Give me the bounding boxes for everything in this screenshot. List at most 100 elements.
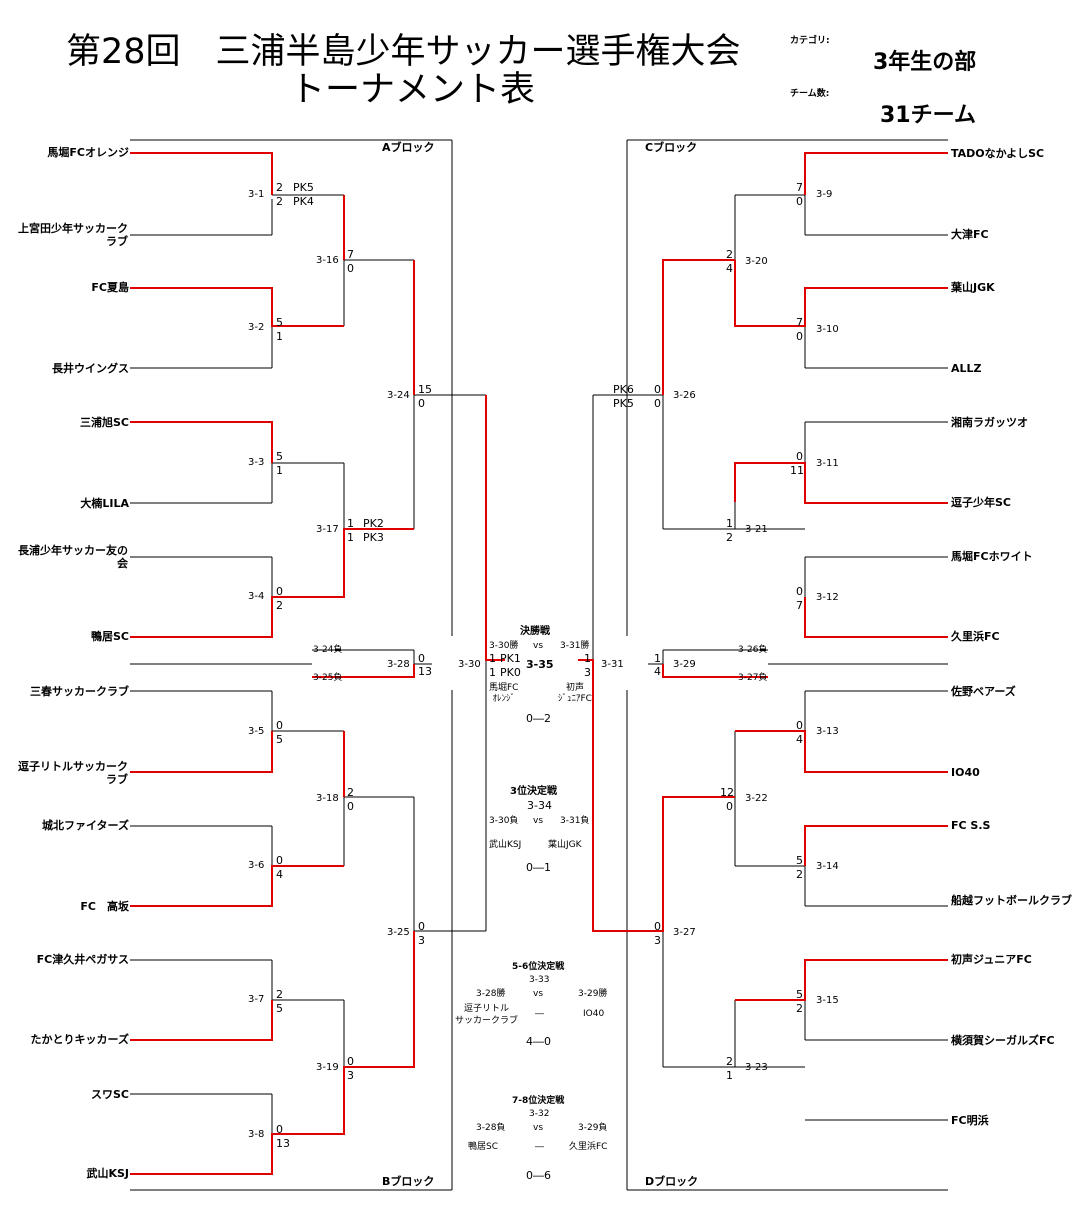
- score: 0: [796, 585, 803, 598]
- teams-count-label: チーム数:: [790, 89, 830, 99]
- team-left: スワSC: [91, 1088, 129, 1101]
- team-left: 逗子リトルサッカークラブ: [18, 760, 128, 786]
- score: 0: [418, 652, 425, 665]
- final-title: 決勝戦: [520, 626, 550, 637]
- match-id: 3-24: [387, 390, 410, 401]
- score: 15: [418, 383, 432, 396]
- team-left: 鴨居SC: [91, 630, 129, 643]
- seventh-team-right: 久里浜FC: [569, 1142, 608, 1152]
- score: 13: [418, 665, 432, 678]
- score: 7: [796, 316, 803, 329]
- seventh-team-left: 鴨居SC: [468, 1142, 498, 1152]
- match-id: 3-19: [316, 1062, 339, 1073]
- team-left: 三浦旭SC: [80, 416, 129, 429]
- score: 1: [276, 464, 283, 477]
- match-id: 3-10: [816, 324, 839, 335]
- third-team-left: 武山KSJ: [489, 840, 522, 850]
- score: 4: [276, 868, 283, 881]
- pk-score: PK5: [613, 397, 634, 410]
- score: 12: [720, 786, 734, 799]
- team-right: FC S.S: [951, 819, 991, 832]
- match-id: 3-27: [673, 927, 696, 938]
- pk-score: PK1: [500, 652, 521, 665]
- score: 2: [726, 248, 733, 261]
- score: 3: [347, 1069, 354, 1082]
- team-left: 武山KSJ: [86, 1167, 129, 1180]
- third-match-id: 3-34: [527, 799, 552, 812]
- pk-score: PK6: [613, 383, 634, 396]
- match-id: 3-17: [316, 524, 339, 535]
- match-id: 3-28: [387, 659, 410, 670]
- final-source-left: 3-30勝: [489, 641, 519, 651]
- team-right: 横須賀シーガルズFC: [951, 1034, 1055, 1047]
- team-left: 長井ウイングス: [52, 362, 129, 375]
- score: 7: [796, 599, 803, 612]
- score: 2: [276, 599, 283, 612]
- score: 1: [584, 652, 591, 665]
- score: 0: [654, 383, 661, 396]
- match-id: 3-16: [316, 255, 339, 266]
- seventh-title: 7-8位決定戦: [512, 1096, 565, 1106]
- score: 1: [276, 330, 283, 343]
- team-right: FC明浜: [951, 1114, 989, 1127]
- final-team-left: 馬堀FC ｵﾚﾝｼﾞ: [489, 683, 519, 704]
- match-id: 3-29: [673, 659, 696, 670]
- fifth-title: 5-6位決定戦: [512, 962, 565, 972]
- score: 11: [790, 464, 804, 477]
- score: 1: [726, 517, 733, 530]
- score: 0: [276, 854, 283, 867]
- team-right: 葉山JGK: [951, 281, 995, 294]
- team-left: FC津久井ペガサス: [36, 953, 129, 966]
- match-id: 3-2: [248, 322, 265, 333]
- score: 7: [347, 248, 354, 261]
- score: 1: [726, 1069, 733, 1082]
- team-left: FC夏島: [91, 281, 129, 294]
- team-left: 長浦少年サッカー友の会: [18, 544, 128, 570]
- match-id: 3-4: [248, 591, 265, 602]
- team-left: 城北ファイターズ: [41, 819, 129, 832]
- fifth-source-left: 3-28勝: [476, 989, 506, 999]
- team-left: FC 高坂: [80, 900, 129, 913]
- pk-score: PK5: [293, 181, 314, 194]
- block-b-label: Bブロック: [382, 1175, 435, 1188]
- team-right: 初声ジュニアFC: [951, 953, 1032, 966]
- fifth-score: 4―0: [526, 1035, 551, 1048]
- fifth-vs: vs: [533, 989, 544, 999]
- score: 5: [276, 450, 283, 463]
- score: 13: [276, 1137, 290, 1150]
- tournament-subtitle: トーナメント表: [290, 70, 536, 110]
- score: 5: [276, 1002, 283, 1015]
- pk-score: PK2: [363, 517, 384, 530]
- third-vs: vs: [533, 816, 544, 826]
- match-id: 3-6: [248, 860, 265, 871]
- score: 4: [726, 262, 733, 275]
- score: 3: [654, 934, 661, 947]
- score: 5: [276, 733, 283, 746]
- fifth-team-left: 逗子リトル サッカークラブ: [455, 1004, 519, 1026]
- score: 7: [796, 181, 803, 194]
- seventh-dash: ―: [535, 1142, 544, 1152]
- pk-score: PK3: [363, 531, 384, 544]
- score: 0: [726, 800, 733, 813]
- score: 1: [347, 531, 354, 544]
- score: 0: [347, 800, 354, 813]
- score: 5: [796, 988, 803, 1001]
- final-score: 0―2: [526, 712, 551, 725]
- score: 0: [418, 397, 425, 410]
- teams-count-value: 31チーム: [880, 103, 976, 128]
- team-right: 湘南ラガッツオ: [951, 416, 1028, 429]
- match-source: 3-26負: [738, 645, 768, 655]
- match-id: 3-13: [816, 726, 839, 737]
- category-value: 3年生の部: [873, 50, 977, 75]
- match-id: 3-9: [816, 189, 833, 200]
- seventh-source-left: 3-28負: [476, 1123, 506, 1133]
- pk-score: PK0: [500, 666, 521, 679]
- fifth-match-id: 3-33: [529, 975, 550, 985]
- score: 1: [489, 652, 496, 665]
- team-left: たかとりキッカーズ: [30, 1033, 129, 1046]
- score: 1: [489, 666, 496, 679]
- match-id: 3-31: [601, 659, 624, 670]
- final-source-right: 3-31勝: [560, 641, 590, 651]
- score: 2: [347, 786, 354, 799]
